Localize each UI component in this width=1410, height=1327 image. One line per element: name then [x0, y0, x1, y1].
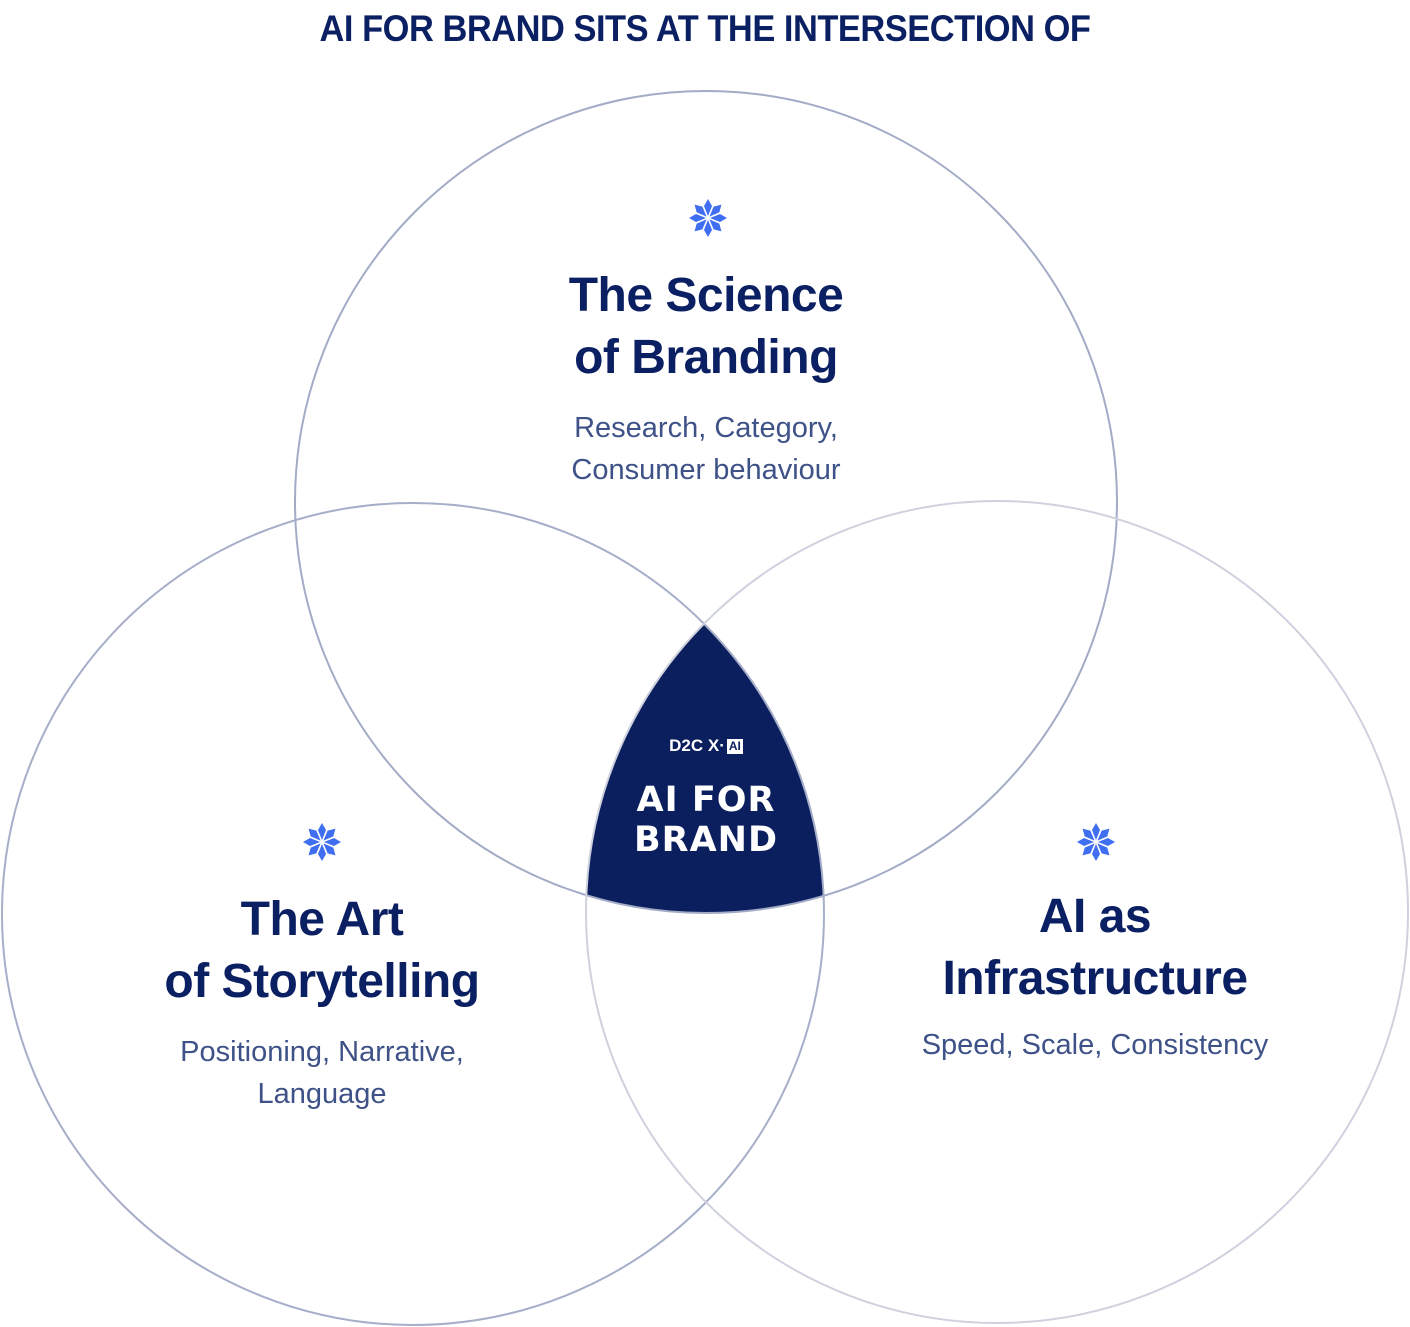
logo-ai-box: AI: [726, 739, 743, 754]
page-title: AI FOR BRAND SITS AT THE INTERSECTION OF: [319, 8, 1091, 49]
science-subtitle: Research, Category, Consumer behaviour: [571, 412, 841, 486]
circle-ai: [585, 500, 1409, 1324]
asterisk-flower-icon: [303, 823, 341, 861]
art-title: The Art of Storytelling: [164, 893, 480, 1008]
d2cx-ai-logo: D2C X·AI: [606, 736, 806, 756]
ai-label-block: AI as Infrastructure Speed, Scale, Consi…: [845, 886, 1345, 1066]
asterisk-flower-icon: [689, 199, 727, 237]
art-subtitle: Positioning, Narrative, Language: [180, 1036, 464, 1110]
ai-subtitle: Speed, Scale, Consistency: [921, 1029, 1269, 1061]
science-label-block: The Science of Branding Research, Catego…: [456, 265, 956, 491]
science-title: The Science of Branding: [568, 269, 844, 384]
circle-art: [1, 502, 825, 1326]
logo-text: D2C X·: [669, 736, 725, 755]
art-label-block: The Art of Storytelling Positioning, Nar…: [72, 889, 572, 1115]
ai-title: AI as Infrastructure: [942, 890, 1248, 1005]
center-title: AI FOR BRAND: [633, 780, 779, 860]
asterisk-flower-icon: [1077, 823, 1115, 861]
circle-science: [294, 90, 1118, 914]
